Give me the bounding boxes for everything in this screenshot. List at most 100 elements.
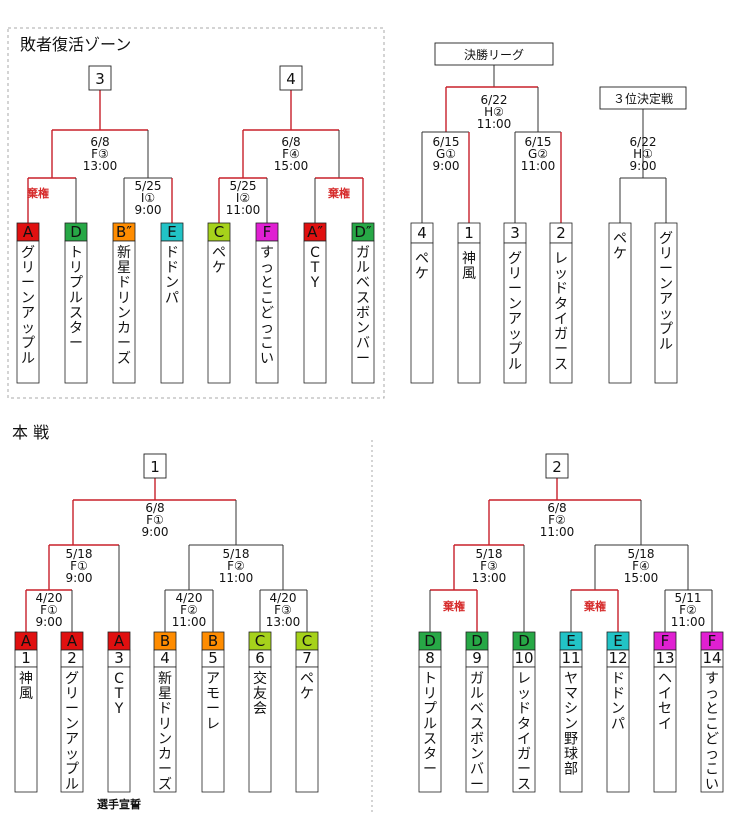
- revival-match-3-label: 3: [95, 70, 105, 88]
- third-info-date: 6/22: [630, 135, 657, 149]
- main-bracket-2-box: [545, 453, 569, 479]
- main-b2-team-9-seed: D: [471, 632, 483, 650]
- revival-team-2-name: トリプルスター: [69, 245, 83, 352]
- main-b2-team-10-seed: D: [518, 632, 530, 650]
- revival-match-4-label: 4: [286, 70, 296, 88]
- revival-team-2-name-box: [64, 240, 88, 384]
- final-team-2-num: 1: [464, 224, 474, 242]
- third-title: ３位決定戦: [613, 91, 673, 106]
- revival-match3-info-time: 13:00: [83, 159, 118, 173]
- revival-team-8-name-box: [351, 240, 375, 384]
- final-team-4-name: レッドタイガース: [554, 251, 568, 373]
- main-b1-team-1-name-box: [14, 666, 38, 793]
- main-b1-team-2-num: 2: [67, 649, 77, 667]
- main-b2-team-12-name: ドドンパ: [611, 671, 625, 732]
- revival-q2-info-court: I②: [236, 191, 250, 205]
- revival-title: 敗者復活ゾーン: [20, 35, 131, 54]
- main-b1-team-4-num: 4: [160, 649, 170, 667]
- main-b1-team-6-seed: C: [255, 632, 265, 650]
- main-b1-team-2-name: グリーンアップル: [65, 671, 79, 793]
- main-b1-team-7-name: ペケ: [300, 671, 314, 702]
- b1-sl-info-time: 9:00: [66, 571, 93, 585]
- revival-q1-info-time: 9:00: [135, 203, 162, 217]
- third-title-box: [599, 86, 687, 110]
- b2-sl-info-time: 13:00: [472, 571, 507, 585]
- final-title-box: [434, 42, 554, 66]
- main-b2-team-14-num: 14: [702, 649, 721, 667]
- final-team-3-name-box: [503, 242, 527, 384]
- final-top-info-date: 6/22: [481, 93, 508, 107]
- main-b2-team-9-num: 9: [472, 649, 482, 667]
- b2-top-info-court: F②: [548, 513, 566, 527]
- main-bracket-1-label: 1: [150, 458, 160, 476]
- b2-forfeit-label-1: 棄権: [442, 599, 465, 613]
- main-b1-team-5-name: アモーレ: [206, 671, 220, 732]
- b2-top-info-date: 6/8: [547, 501, 566, 515]
- revival-team-4-name: ドドンパ: [165, 245, 179, 306]
- main-b2-team-12-num: 12: [608, 649, 627, 667]
- main-b1-team-1-seed: A: [21, 632, 32, 650]
- main-b2-team-14-name-box: [700, 666, 724, 793]
- third-team-2-name-box: [654, 222, 678, 384]
- main-b1-team-3-seed: A: [114, 632, 125, 650]
- b1-q3-info-date: 4/20: [270, 591, 297, 605]
- revival-team-5-name: ペケ: [212, 245, 226, 276]
- revival-match4-info-time: 15:00: [274, 159, 309, 173]
- main-b1-team-7-name-box: [295, 666, 319, 793]
- b1-sl-info-court: F①: [70, 559, 88, 573]
- main-b2-team-9-name: ガルベスボンバー: [470, 671, 484, 793]
- b1-top-info-time: 9:00: [142, 525, 169, 539]
- revival-team-8-seed: D″: [354, 223, 372, 241]
- main-b1-team-2-seed: A: [67, 632, 78, 650]
- revival-match4-info-court: F④: [282, 147, 300, 161]
- final-team-2-name-box: [457, 242, 481, 384]
- main-b2-team-12-seed: E: [613, 632, 622, 650]
- main-title: 本 戦: [12, 423, 49, 442]
- main-b1-team-1-name: 神風: [19, 671, 33, 702]
- third-info-court: H①: [633, 147, 653, 161]
- main-b2-team-12-name-box: [606, 666, 630, 793]
- third-info-time: 9:00: [630, 159, 657, 173]
- b2-q-info-court: F②: [679, 603, 697, 617]
- final-team-4-name-box: [549, 242, 573, 384]
- final-team-4-num: 2: [556, 224, 566, 242]
- b2-sl-info-date: 5/18: [476, 547, 503, 561]
- b1-top-info-date: 6/8: [145, 501, 164, 515]
- main-b2-team-11-seed: E: [566, 632, 575, 650]
- revival-q2-info-date: 5/25: [230, 179, 257, 193]
- revival-team-7-name-box: [303, 240, 327, 384]
- b1-q2-info-date: 4/20: [176, 591, 203, 605]
- main-b1-team-6-name-box: [248, 666, 272, 793]
- b1-sl-info-date: 5/18: [66, 547, 93, 561]
- b2-q-info-time: 11:00: [671, 615, 706, 629]
- main-b1-team-5-num: 5: [208, 649, 218, 667]
- main-b2-team-8-num: 8: [425, 649, 435, 667]
- revival-team-4-seed: E: [167, 223, 176, 241]
- revival-match4-info-date: 6/8: [281, 135, 300, 149]
- main-b2-team-13-seed: F: [661, 632, 670, 650]
- b2-sl-info-court: F③: [480, 559, 498, 573]
- third-team-2-name: グリーンアップル: [659, 231, 673, 353]
- main-b2-team-10-name-box: [512, 666, 536, 793]
- revival-team-6-name-box: [255, 240, 279, 384]
- final-left-info-time: 9:00: [433, 159, 460, 173]
- revival-team-3-name-box: [112, 240, 136, 384]
- main-b1-team-3-name-box: [107, 666, 131, 793]
- revival-match-3-box: [88, 65, 112, 91]
- revival-team-3-seed: B″: [116, 223, 132, 241]
- revival-team-1-name: グリーンアップル: [21, 245, 35, 367]
- revival-team-2-seed: D: [70, 223, 82, 241]
- b1-q1-info-date: 4/20: [36, 591, 63, 605]
- b2-q-info-date: 5/11: [675, 591, 702, 605]
- main-b2-team-13-name-box: [653, 666, 677, 793]
- main-b2-team-11-num: 11: [561, 649, 580, 667]
- b1-q1-info-court: F①: [40, 603, 58, 617]
- final-right-info-date: 6/15: [525, 135, 552, 149]
- revival-q1-info-date: 5/25: [135, 179, 162, 193]
- final-top-info-time: 11:00: [477, 117, 512, 131]
- b1-sr-info-time: 11:00: [219, 571, 254, 585]
- main-b1-team-3-num: 3: [114, 649, 124, 667]
